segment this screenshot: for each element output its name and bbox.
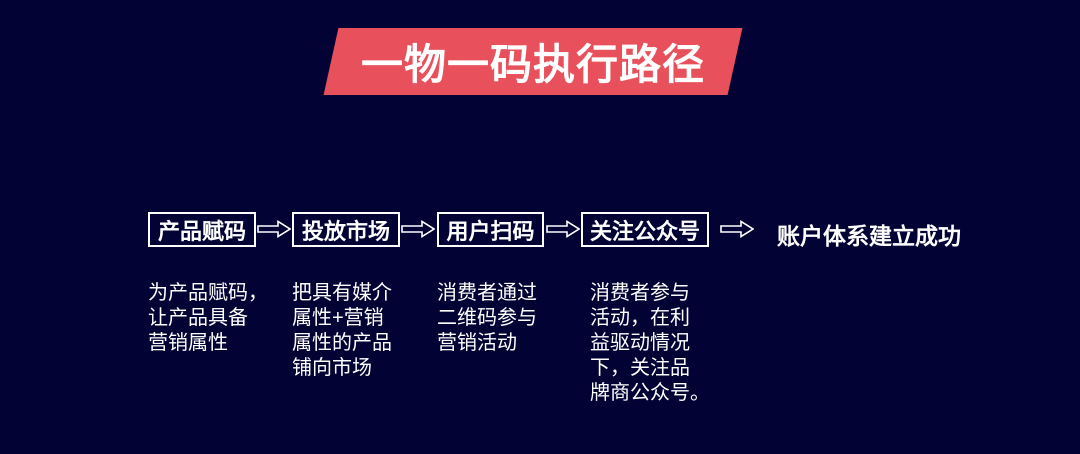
flow-step-box-user-scan: 用户扫码: [437, 212, 544, 247]
step-description-user-scan: 消费者通过 二维码参与 营销活动: [437, 282, 537, 354]
step-description-follow-account: 消费者参与 活动，在利 益驱动情况 下，关注品 牌商公众号。: [590, 282, 710, 404]
step-description-product-coding: 为产品赋码， 让产品具备 营销属性: [148, 282, 268, 354]
flow-result-text: 账户体系建立成功: [777, 223, 961, 249]
right-arrow-icon: [720, 220, 754, 238]
flow-step-box-follow-account: 关注公众号: [581, 212, 709, 247]
step-description-market-launch: 把具有媒介 属性+营销 属性的产品 铺向市场: [292, 282, 392, 379]
title-banner: 一物一码执行路径: [323, 28, 743, 95]
right-arrow-icon: [401, 220, 435, 238]
right-arrow-icon: [546, 220, 580, 238]
right-arrow-icon: [257, 220, 291, 238]
page-title: 一物一码执行路径: [360, 41, 705, 88]
flow-step-box-market-launch: 投放市场: [292, 212, 400, 247]
flow-step-box-product-coding: 产品赋码: [148, 212, 256, 247]
